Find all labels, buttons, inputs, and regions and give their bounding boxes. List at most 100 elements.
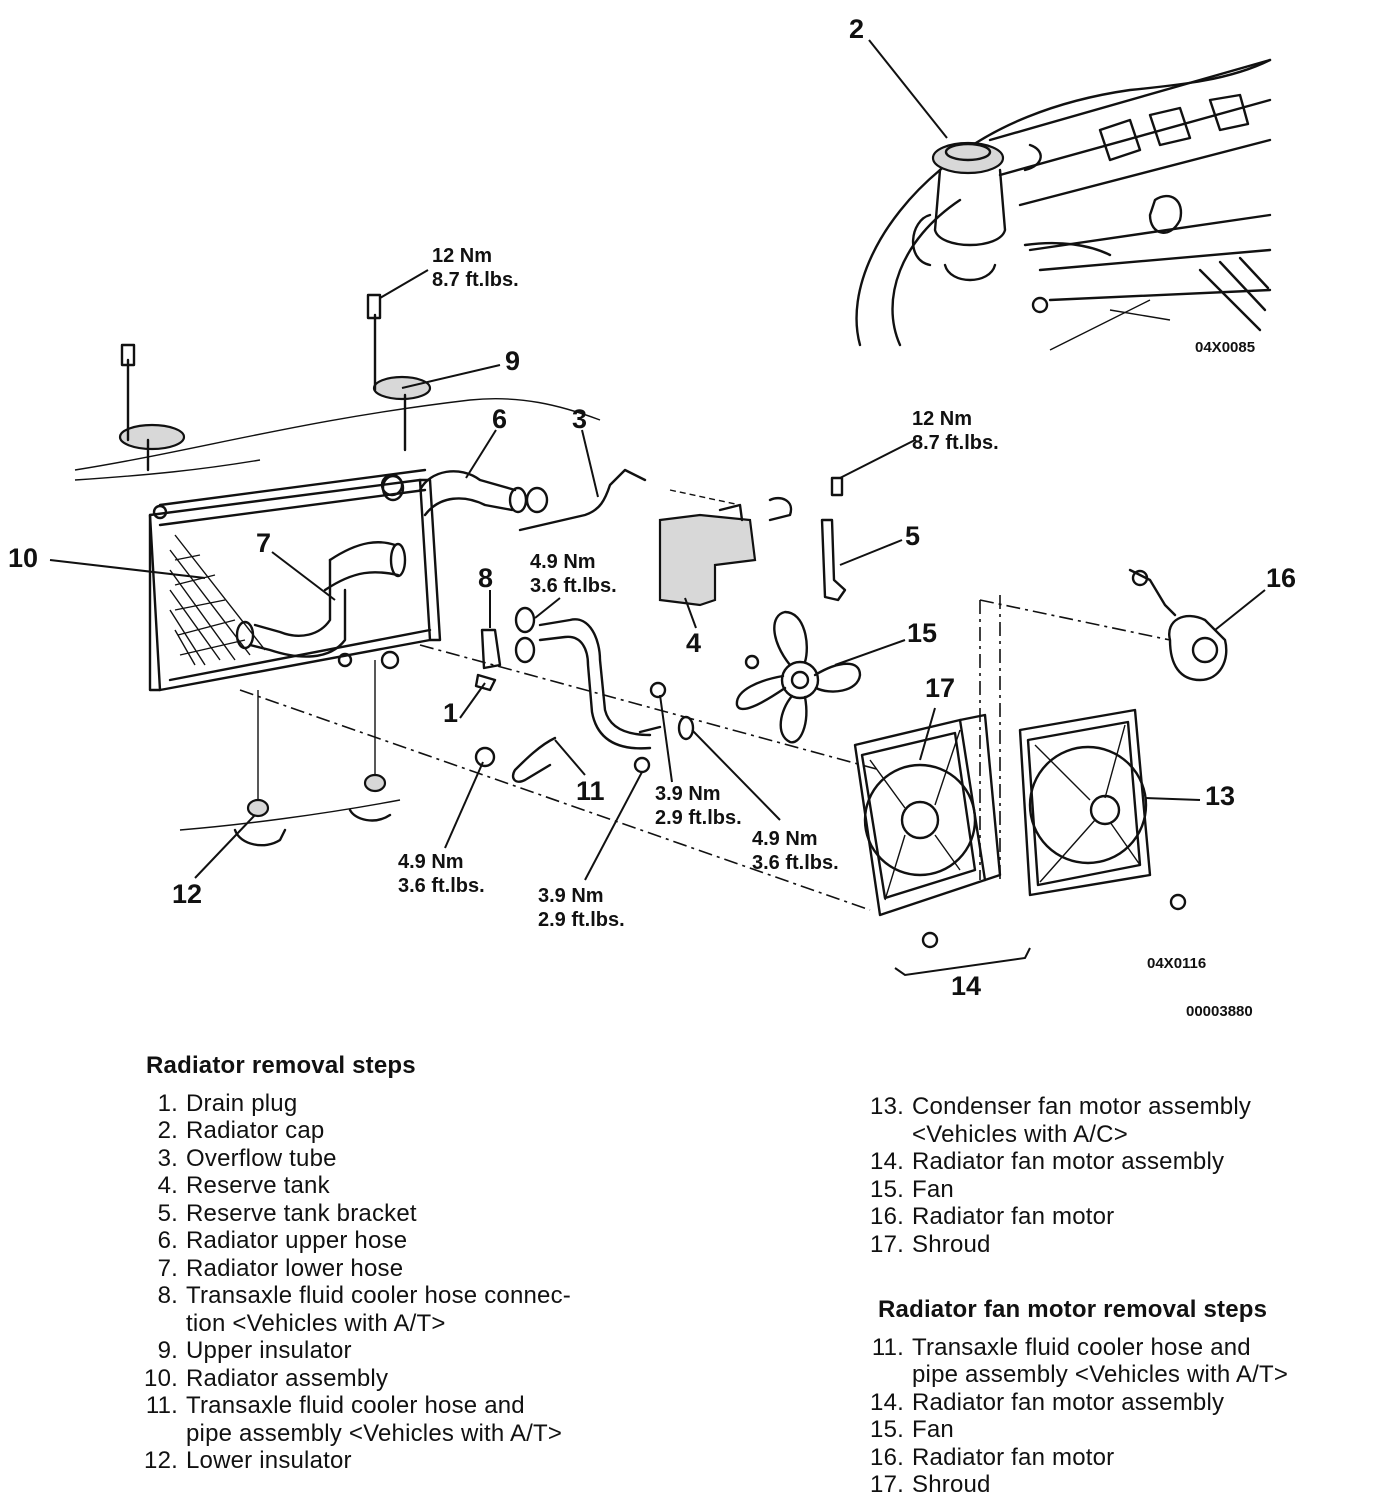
callout-9-leader xyxy=(401,364,501,389)
callout-17: 17 xyxy=(925,673,955,703)
torque-4.9nm-a-ftlbs: 3.6 ft.lbs. xyxy=(530,575,617,597)
list-item: 16.Radiator fan motor xyxy=(870,1443,1115,1471)
radiator-removal-steps-continued: 13.Condenser fan motor assembly<Vehicles… xyxy=(858,1093,1251,1258)
callout-7: 7 xyxy=(256,528,271,558)
body-outline xyxy=(74,398,601,471)
reserve-tank-bracket-drawing xyxy=(820,476,847,602)
list-item: 9.Upper insulator xyxy=(157,1337,352,1364)
overflow-tube-drawing xyxy=(518,468,647,532)
torque-3.9nm-a-ftlbs: 2.9 ft.lbs. xyxy=(655,807,742,829)
transaxle-cooler-hose-drawing xyxy=(474,606,695,783)
torque-3.9nm-a-value: 3.9 Nm xyxy=(655,783,721,805)
callout-14: 14 xyxy=(951,971,981,1001)
callout-9: 9 xyxy=(505,346,520,376)
callout-10-leader xyxy=(49,559,206,579)
radiator-steps-continued-list: 13.Condenser fan motor assembly<Vehicles… xyxy=(858,1093,1251,1258)
list-item: 8.Transaxle fluid cooler hose connec-tio… xyxy=(157,1282,571,1337)
list-item: 17.Shroud xyxy=(870,1230,991,1258)
torque-4.9nm-a-value: 4.9 Nm xyxy=(530,551,596,573)
radiator-removal-steps: Radiator removal steps 1.Drain plug 2.Ra… xyxy=(132,1052,571,1475)
radiator-fan-motor-drawing xyxy=(1128,568,1228,682)
shroud-drawing xyxy=(853,713,1002,949)
list-item: 17.Shroud xyxy=(870,1471,991,1498)
callout-6: 6 xyxy=(492,404,507,434)
callout-5-leader xyxy=(839,539,903,566)
list-item: 15.Fan xyxy=(870,1175,954,1203)
torque-12nm-leader xyxy=(379,269,429,299)
fan-motor-removal-steps: Radiator fan motor removal steps 11.Tran… xyxy=(858,1296,1288,1499)
radiator-removal-heading: Radiator removal steps xyxy=(146,1052,416,1079)
torque-3.9nm-b-leader xyxy=(584,771,643,881)
callout-12: 12 xyxy=(172,879,202,909)
callout-15-leader xyxy=(834,639,906,666)
list-item: 14.Radiator fan motor assembly xyxy=(870,1148,1225,1175)
list-item: 3.Overflow tube xyxy=(157,1144,337,1172)
list-item: 12.Lower insulator xyxy=(144,1447,352,1474)
list-item: 15.Fan xyxy=(870,1416,954,1443)
radiator-lower-hose-drawing xyxy=(235,541,407,658)
callout-16: 16 xyxy=(1266,563,1296,593)
torque-3.9nm-b-value: 3.9 Nm xyxy=(538,885,604,907)
callout-3-leader xyxy=(581,429,599,498)
callout-1: 1 xyxy=(443,698,458,728)
callout-16-leader xyxy=(1214,589,1266,631)
callout-1-leader xyxy=(459,682,486,719)
callout-11: 11 xyxy=(576,776,605,806)
list-item: 14.Radiator fan motor assembly xyxy=(870,1388,1225,1416)
torque-4.9nm-b-ftlbs: 3.6 ft.lbs. xyxy=(398,875,485,897)
engine-inset-drawing xyxy=(855,58,1272,351)
callout-11-leader xyxy=(554,739,586,776)
torque-12nm-value: 12 Nm xyxy=(432,245,492,267)
callout-3: 3 xyxy=(572,404,587,434)
assembly-line-lower xyxy=(239,689,871,911)
callout-17-leader xyxy=(919,707,936,761)
lower-insulator-drawing xyxy=(179,660,401,847)
exploded-view-diagram: 2 04X0085 10 9 12 Nm 8.7 ft.lbs. xyxy=(8,14,1296,1020)
main-figure-code: 04X0116 xyxy=(1147,955,1206,972)
callout-6-leader xyxy=(465,429,497,479)
list-item: 5.Reserve tank bracket xyxy=(157,1199,417,1227)
reserve-tank-drawing xyxy=(658,489,793,607)
radiator-steps-list: 1.Drain plug 2.Radiator cap 3.Overflow t… xyxy=(132,1090,571,1475)
callout-2-leader xyxy=(868,39,948,139)
list-item: 10.Radiator assembly xyxy=(144,1364,389,1392)
list-item: 7.Radiator lower hose xyxy=(157,1254,404,1282)
list-item: 13.Condenser fan motor assembly<Vehicles… xyxy=(870,1093,1252,1148)
callout-14-bracket xyxy=(894,947,1031,977)
list-item: 1.Drain plug xyxy=(157,1089,298,1117)
callout-13-leader xyxy=(1144,797,1201,801)
torque-4.9nm-c-value: 4.9 Nm xyxy=(752,828,818,850)
torque-4.9nm-a-leader xyxy=(534,597,561,619)
condenser-fan-motor-drawing xyxy=(1018,708,1187,911)
torque-4.9nm-b-leader xyxy=(444,761,484,849)
list-item: 16.Radiator fan motor xyxy=(870,1203,1115,1230)
torque-4.9nm-b-value: 4.9 Nm xyxy=(398,851,464,873)
upper-insulator-drawing xyxy=(118,293,432,472)
torque-12nm-b-leader xyxy=(839,439,916,479)
torque-12nm-b-value: 12 Nm xyxy=(912,408,972,430)
callout-10: 10 xyxy=(8,543,38,573)
inset-figure-code: 04X0085 xyxy=(1195,339,1255,356)
assembly-line-upper xyxy=(419,644,881,771)
figure-number: 00003880 xyxy=(1186,1003,1253,1020)
torque-12nm-b-ftlbs: 8.7 ft.lbs. xyxy=(912,432,999,454)
torque-3.9nm-b-ftlbs: 2.9 ft.lbs. xyxy=(538,909,625,931)
radiator-upper-hose-drawing xyxy=(381,470,549,517)
torque-4.9nm-c-leader xyxy=(691,729,781,821)
torque-4.9nm-c-ftlbs: 3.6 ft.lbs. xyxy=(752,852,839,874)
callout-4: 4 xyxy=(686,628,701,658)
callout-15: 15 xyxy=(907,618,937,648)
list-item: 4.Reserve tank xyxy=(157,1172,330,1199)
callout-5: 5 xyxy=(905,521,920,551)
callout-12-leader xyxy=(194,814,256,879)
torque-12nm-ftlbs: 8.7 ft.lbs. xyxy=(432,269,519,291)
callout-4-leader xyxy=(684,597,697,629)
list-item: 2.Radiator cap xyxy=(157,1117,325,1144)
fan-motor-removal-heading: Radiator fan motor removal steps xyxy=(878,1296,1268,1323)
assembly-line-right xyxy=(979,595,1171,880)
callout-13: 13 xyxy=(1205,781,1235,811)
list-item: 6.Radiator upper hose xyxy=(157,1227,408,1254)
